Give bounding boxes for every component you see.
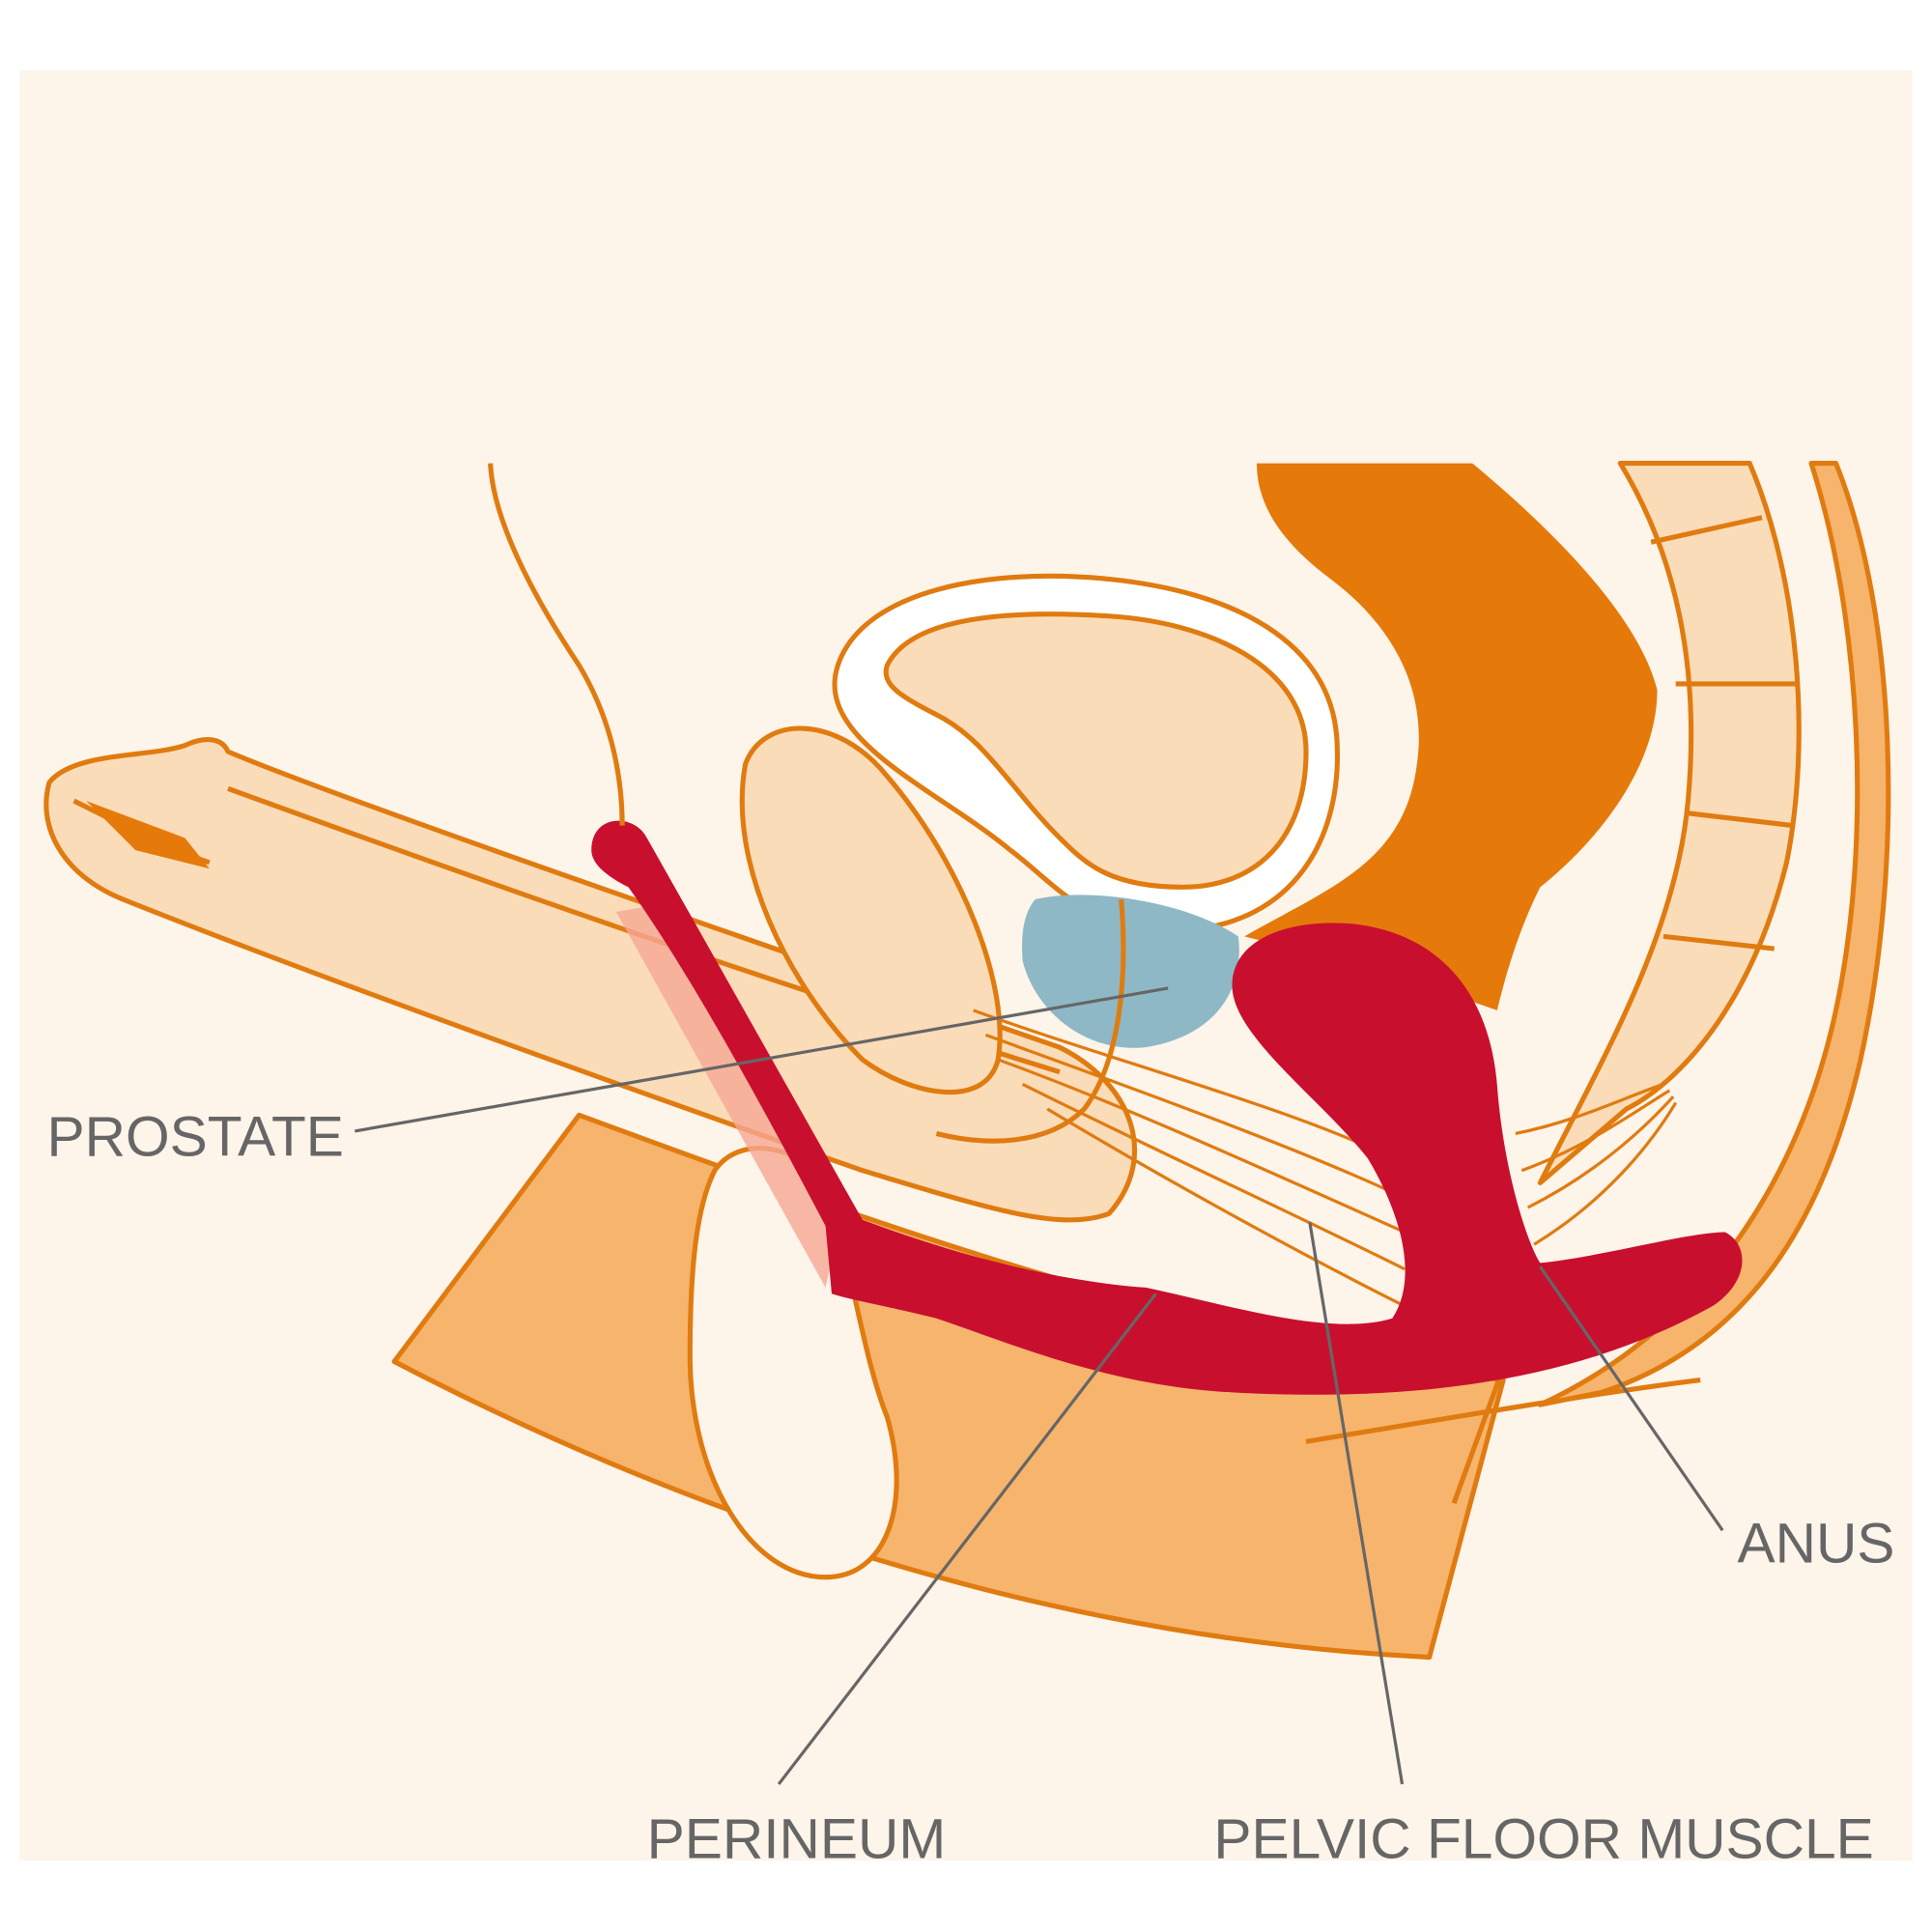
prostate-gland	[1022, 895, 1239, 1048]
bladder-inner	[883, 611, 1309, 890]
penis	[43, 737, 1137, 1223]
anus-leader	[1539, 1265, 1724, 1532]
pink-shadow	[615, 905, 838, 1288]
pelvic-floor-muscle	[591, 820, 1743, 1395]
corpus-body	[739, 725, 1003, 1094]
label-prostate: PROSTATE	[46, 1105, 343, 1168]
prostate-leader	[355, 986, 1169, 1133]
urethra-duct	[935, 898, 1126, 1144]
leader-lines	[355, 986, 1724, 1785]
pelvic-floor-leader	[1308, 1222, 1405, 1785]
rectum	[1244, 463, 1658, 1010]
buttock-outline	[1305, 1366, 1701, 1504]
label-perineum: PERINEUM	[647, 1807, 947, 1870]
coccyx-tail	[1537, 461, 1891, 1407]
perineum-leader	[777, 1293, 1157, 1785]
belly-outline	[488, 463, 625, 826]
pelvic-floor-fibres	[973, 1009, 1678, 1308]
label-pelvic-floor-muscle: PELVIC FLOOR MUSCLE	[1213, 1807, 1873, 1870]
label-anus: ANUS	[1737, 1512, 1894, 1575]
vertebra-lines	[1650, 515, 1800, 952]
glans-tip	[86, 801, 210, 869]
